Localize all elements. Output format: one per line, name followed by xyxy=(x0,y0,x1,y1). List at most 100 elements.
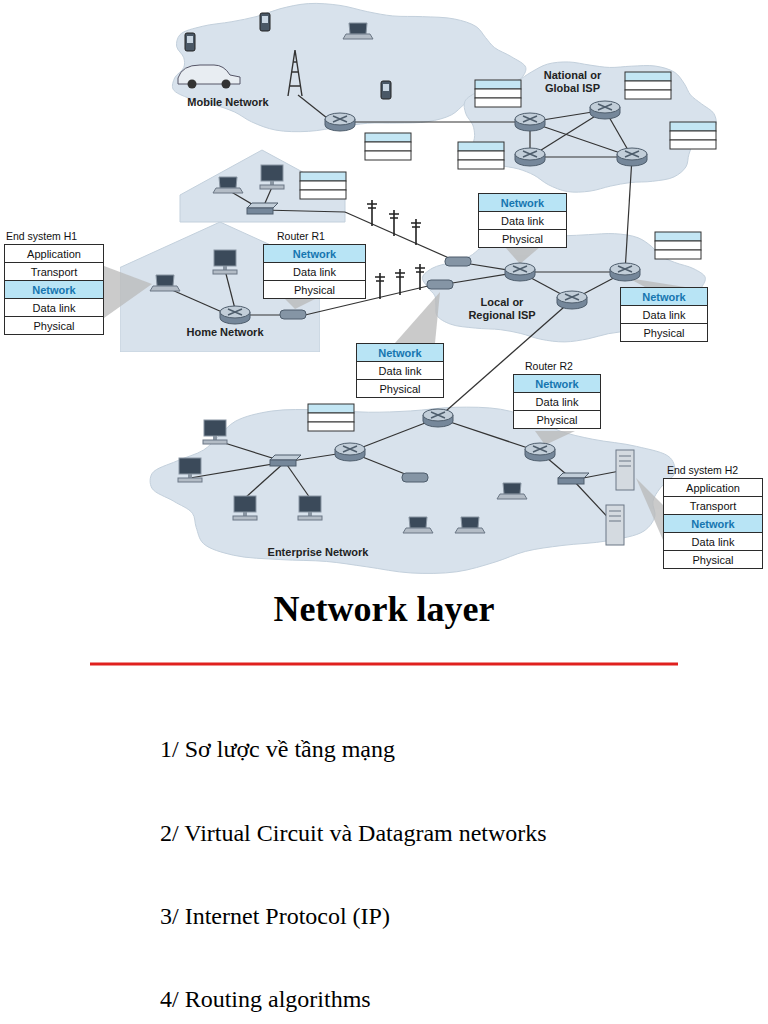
layer-name: Network xyxy=(535,378,578,390)
title-rule xyxy=(90,663,678,666)
protocol-layer: Data link xyxy=(663,532,763,551)
router xyxy=(220,306,250,324)
layer-name: Network xyxy=(32,284,75,296)
modem xyxy=(280,310,306,319)
protocol-layer: Network xyxy=(663,514,763,533)
laptop xyxy=(343,23,373,39)
protocol-layer: Data link xyxy=(620,305,708,324)
layer-name: Data link xyxy=(293,266,336,278)
phone xyxy=(260,13,270,31)
protocol-layer: Physical xyxy=(663,550,763,569)
blank-stack xyxy=(655,232,701,259)
stack-heading: End system H1 xyxy=(4,229,104,244)
link xyxy=(530,122,632,157)
layer-name: Physical xyxy=(537,414,578,426)
protocol-layer: Physical xyxy=(356,379,444,398)
layer-name: Physical xyxy=(380,383,421,395)
layer-name: Transport xyxy=(690,500,737,512)
handheld xyxy=(185,33,195,51)
protocol-layer: Data link xyxy=(4,298,104,317)
desktop xyxy=(213,250,237,274)
layer-name: Data link xyxy=(501,215,544,227)
router xyxy=(525,443,555,461)
protocol-layer: Transport xyxy=(663,496,763,515)
switch xyxy=(558,473,589,484)
region-shape xyxy=(464,62,716,192)
car xyxy=(178,65,240,89)
callout-wedge xyxy=(395,292,440,343)
utility-pole xyxy=(415,264,425,290)
region-label: Enterprise Network xyxy=(248,546,388,559)
protocol-layer: Network xyxy=(4,280,104,299)
layer-name: Physical xyxy=(34,320,75,332)
laptop xyxy=(497,483,527,499)
link xyxy=(172,290,222,312)
router xyxy=(335,443,365,461)
layer-name: Data link xyxy=(33,302,76,314)
callout-wedge xyxy=(285,299,315,309)
layer-name: Physical xyxy=(294,284,335,296)
layer-name: Network xyxy=(378,347,421,359)
blank-stack xyxy=(625,72,671,99)
router xyxy=(515,113,545,131)
layer-name: Network xyxy=(293,248,336,260)
protocol-stack: End system H2 ApplicationTransportNetwork… xyxy=(663,463,763,569)
outline-item: 3/ Internet Protocol (IP) xyxy=(160,903,390,929)
laptop xyxy=(455,517,485,533)
blank-stack xyxy=(475,80,521,107)
link xyxy=(298,95,327,118)
switch xyxy=(270,455,301,466)
layer-name: Data link xyxy=(379,365,422,377)
protocol-layer: Transport xyxy=(4,262,104,281)
protocol-layer: Data link xyxy=(513,392,601,411)
layer-name: Physical xyxy=(502,233,543,245)
utility-pole xyxy=(389,210,399,236)
protocol-layer: Application xyxy=(663,478,763,497)
region-label: Home Network xyxy=(170,326,280,339)
desktop xyxy=(233,496,257,520)
link xyxy=(285,462,310,498)
protocol-stack: Router R2 NetworkData linkPhysical xyxy=(513,359,601,429)
desktop xyxy=(260,165,284,189)
utility-pole xyxy=(411,219,421,245)
protocol-layer: Network xyxy=(513,374,601,393)
layer-name: Application xyxy=(686,482,740,494)
layer-name: Transport xyxy=(31,266,78,278)
protocol-layer: Physical xyxy=(263,280,366,299)
protocol-layer: Data link xyxy=(478,211,567,230)
outline-item: 1/ Sơ lược về tầng mạng xyxy=(160,736,395,762)
router xyxy=(325,113,355,131)
protocol-layer: Network xyxy=(478,193,567,212)
protocol-layer: Network xyxy=(356,343,444,362)
utility-pole xyxy=(375,273,385,299)
layer-name: Network xyxy=(691,518,734,530)
protocol-layer: Network xyxy=(620,287,708,306)
router xyxy=(617,148,647,166)
house-area xyxy=(180,150,345,222)
layer-name: Data link xyxy=(643,309,686,321)
laptop xyxy=(213,177,243,193)
slide-title: Network layer xyxy=(274,589,495,629)
utility-pole xyxy=(395,269,405,295)
region-label: National or Global ISP xyxy=(530,69,615,95)
blank-stack xyxy=(670,122,716,149)
server xyxy=(616,450,634,490)
utility-pole xyxy=(367,200,377,226)
stack-heading: End system H2 xyxy=(663,463,763,478)
link xyxy=(262,210,345,212)
modem xyxy=(427,280,453,289)
stack-heading: Router R2 xyxy=(513,359,601,374)
desktop xyxy=(203,420,227,444)
router xyxy=(423,409,453,427)
region-label: Mobile Network xyxy=(168,96,288,109)
protocol-layer: Application xyxy=(4,244,104,263)
server xyxy=(606,505,624,545)
protocol-layer: Physical xyxy=(620,323,708,342)
protocol-layer: Data link xyxy=(263,262,366,281)
blank-stack xyxy=(308,404,354,431)
region-shape xyxy=(150,407,675,573)
protocol-stack: End system H1ApplicationTransportNetwork… xyxy=(4,229,104,335)
laptop xyxy=(403,517,433,533)
outline-item: 4/ Routing algorithms xyxy=(160,986,371,1012)
